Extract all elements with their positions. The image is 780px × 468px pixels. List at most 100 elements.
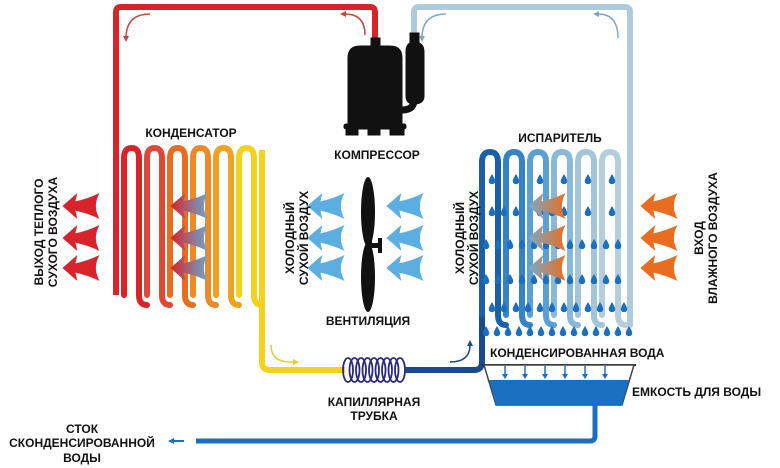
compressor-icon bbox=[343, 32, 425, 136]
condensed-water-label: КОНДЕНСИРОВАННАЯ ВОДА bbox=[490, 346, 665, 360]
evaporator-coil bbox=[479, 148, 629, 328]
water-drop-icon bbox=[603, 326, 611, 337]
coil-loop bbox=[213, 144, 242, 308]
air-arrow-icon bbox=[62, 225, 100, 251]
flow-arrow-warm bbox=[270, 344, 295, 363]
coil-turn bbox=[348, 357, 361, 383]
air-arrow-icon bbox=[640, 225, 678, 251]
coil-loop bbox=[121, 144, 150, 308]
water-drop-icon bbox=[512, 206, 520, 217]
air-arrow-icon bbox=[62, 255, 100, 281]
water-drop-icon bbox=[608, 302, 616, 313]
cold-dry-left-label-1: ХОЛОДНЫЙ bbox=[282, 202, 297, 274]
humid-in-label-2: ВЛАЖНОГО ВОЗДУХА bbox=[706, 172, 720, 304]
air-arrow-icon bbox=[307, 225, 345, 251]
air-arrow-icon bbox=[307, 193, 345, 219]
capillary-tube-coil bbox=[342, 357, 406, 383]
air-arrow-icon bbox=[640, 193, 678, 219]
drain-label-3: ВОДЫ bbox=[63, 451, 101, 465]
coil-loop bbox=[144, 144, 173, 308]
air-arrow-icon bbox=[386, 225, 424, 251]
air-arrow-icon bbox=[307, 255, 345, 281]
coil-loop bbox=[503, 148, 533, 328]
flow-arrow-warm-head bbox=[293, 359, 299, 365]
water-drop-icon bbox=[512, 174, 520, 185]
water-drop-icon bbox=[584, 302, 592, 313]
warm-air-out-arrows bbox=[62, 193, 100, 281]
coil-loop bbox=[527, 148, 557, 328]
cold-dry-right-label-1: ХОЛОДНЫЙ bbox=[452, 202, 467, 274]
water-drop-icon bbox=[614, 326, 622, 337]
coil-turn bbox=[394, 357, 406, 383]
drain-label-2: СКОНДЕНСИРОВАННОЙ bbox=[9, 435, 155, 450]
coil-turn bbox=[368, 357, 380, 383]
cold-air-arrows-left bbox=[307, 193, 345, 281]
drip-arrow-head bbox=[562, 374, 568, 379]
coil-loop bbox=[190, 144, 219, 308]
water-drop-icon bbox=[608, 206, 616, 217]
cold-dry-left-label-2: СУХОЙ ВОЗДУХ bbox=[296, 191, 311, 285]
water-drop-icon bbox=[584, 206, 592, 217]
coil-turn bbox=[355, 357, 367, 383]
water-drop-icon bbox=[488, 174, 496, 185]
cold-air-arrows-right bbox=[386, 193, 424, 281]
condenser-label: КОНДЕНСАТОР bbox=[145, 126, 236, 140]
humid-in-label-1: ВХОД bbox=[692, 221, 706, 255]
coil-loop bbox=[599, 148, 629, 328]
flow-arrow-cold-left bbox=[421, 13, 447, 39]
coil-turn bbox=[361, 357, 374, 383]
humid-air-in-arrows bbox=[640, 193, 678, 281]
water-drop-icon bbox=[608, 174, 616, 185]
flow-arrow-cold-right bbox=[597, 13, 619, 39]
water-drop-icon bbox=[560, 174, 568, 185]
drip-arrow-head bbox=[602, 374, 608, 379]
warm-pipe bbox=[259, 150, 345, 373]
cold-pipe-top bbox=[411, 4, 633, 328]
water-drop-icon bbox=[536, 174, 544, 185]
water-drop-icon bbox=[536, 302, 544, 313]
flow-arrow-hot-right bbox=[344, 13, 366, 36]
coil-turn bbox=[342, 357, 354, 383]
flow-arrow-cold-left-head bbox=[419, 36, 425, 42]
coil-turn bbox=[374, 357, 387, 383]
water-drop-icon bbox=[512, 302, 520, 313]
coil-loop bbox=[167, 144, 196, 308]
coil-turn bbox=[381, 357, 393, 383]
flow-arrow-hot-left bbox=[125, 13, 151, 39]
drain-pipe bbox=[196, 405, 598, 444]
water-drop-icon bbox=[581, 326, 589, 337]
drain-label-1: СТОК bbox=[66, 422, 99, 436]
flow-arrow-liquid-head bbox=[467, 340, 473, 346]
drip-arrow-head bbox=[582, 374, 588, 379]
condenser-air-arrows bbox=[170, 193, 208, 281]
coil-loop bbox=[236, 144, 265, 308]
flow-arrow-liquid bbox=[449, 344, 471, 363]
air-arrow-icon bbox=[386, 193, 424, 219]
coil-loop bbox=[479, 148, 509, 328]
water-drop-icon bbox=[488, 302, 496, 313]
capillary-label-1: КАПИЛЛЯРНАЯ bbox=[328, 395, 421, 409]
water-drop-icon bbox=[584, 174, 592, 185]
flow-arrow-cold-right-head bbox=[593, 11, 599, 17]
water-tank-label: ЕМКОСТЬ ДЛЯ ВОДЫ bbox=[632, 385, 761, 399]
water-tank-icon bbox=[482, 364, 636, 406]
drip-arrow-head bbox=[502, 374, 508, 379]
air-arrow-icon bbox=[640, 255, 678, 281]
evaporator-label: ИСПАРИТЕЛЬ bbox=[518, 131, 602, 145]
air-arrow-icon bbox=[386, 255, 424, 281]
fan-icon bbox=[361, 177, 382, 312]
coil-turn bbox=[387, 357, 400, 383]
cold-dry-right-label-2: СУХОЙ ВОЗДУХ bbox=[466, 191, 481, 285]
flow-arrow-hot-left-head bbox=[123, 36, 129, 42]
capillary-label-2: ТРУБКА bbox=[350, 409, 398, 423]
air-arrow-icon bbox=[170, 255, 208, 281]
flow-arrow-hot-right-head bbox=[340, 11, 346, 17]
fan-label: ВЕНТИЛЯЦИЯ bbox=[326, 314, 410, 328]
warm-out-label-2: СУХОГО ВОЗДУХА bbox=[46, 176, 60, 287]
coil-loop bbox=[551, 148, 581, 328]
air-arrow-icon bbox=[62, 193, 100, 219]
water-drop-icon bbox=[620, 302, 628, 313]
condenser-coil bbox=[121, 144, 265, 308]
air-arrow-icon bbox=[170, 225, 208, 251]
air-arrow-icon bbox=[170, 193, 208, 219]
